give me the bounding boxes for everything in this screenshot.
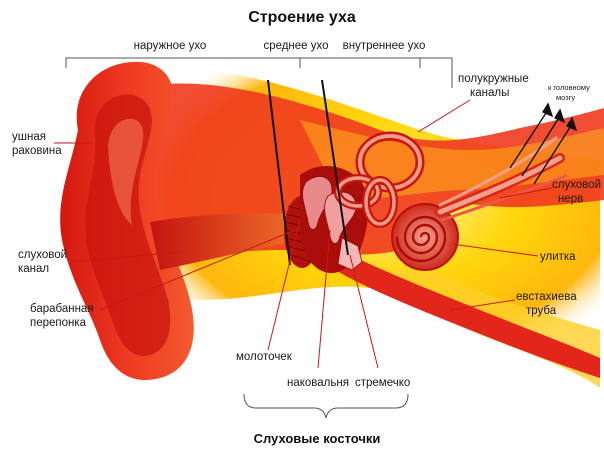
to-brain-arrows xyxy=(509,102,578,185)
semicircular-canals-shape xyxy=(334,131,425,228)
ear-canal-label-line2: канал xyxy=(18,263,49,275)
middle-ear-bracket xyxy=(300,57,421,68)
eustachian-tube-label-line2: труба xyxy=(526,305,557,317)
outer-ear-bracket xyxy=(65,57,301,68)
stapes-bone xyxy=(337,237,363,271)
inner-ear-bracket xyxy=(420,57,453,88)
diagram-title: Строение уха xyxy=(248,9,356,26)
eustachian-tube-shape xyxy=(335,250,600,378)
ear-canal-shape xyxy=(150,213,300,270)
ossicles-brace xyxy=(243,393,409,419)
auditory-nerve-label-line2: нерв xyxy=(558,193,583,205)
eustachian-tube-label-line1: евстахиева xyxy=(516,291,577,303)
middle-ear-label: среднее ухо xyxy=(263,40,328,52)
auricle-highlight xyxy=(108,118,144,225)
cochlea-spiral xyxy=(395,215,447,263)
semicircular-canals-label-line2: каналы xyxy=(470,87,509,99)
leader-lines xyxy=(54,99,553,369)
to-brain-label-line1: к головному xyxy=(548,83,590,92)
to-brain-label-line2: мозгу xyxy=(556,93,575,102)
malleus-bone xyxy=(302,176,333,230)
ear-canal-label-line1: слуховой xyxy=(18,249,67,261)
auditory-nerve-shape xyxy=(435,136,568,222)
inner-ear-label: внутреннее ухо xyxy=(343,40,426,52)
divider-middle-inner xyxy=(321,79,349,256)
auditory-nerve-label-line1: слуховой xyxy=(552,179,601,191)
ossicles-caption: Слуховые косточки xyxy=(254,431,381,446)
incus-label: наковальня xyxy=(287,377,349,389)
pinna-label-line2: раковина xyxy=(12,145,62,157)
outer-ear-label: наружное ухо xyxy=(134,40,207,52)
malleus-label: молоточек xyxy=(236,351,293,363)
eardrum-label-line1: барабанная xyxy=(30,303,94,315)
divider-outer-middle xyxy=(267,79,291,266)
stapes-label: стремечко xyxy=(355,377,410,389)
cochlea-label: улитка xyxy=(540,251,576,263)
eardrum-label-line2: перепонка xyxy=(30,317,87,329)
pinna-label-line1: ушная xyxy=(12,131,46,143)
semicircular-canals-label-line1: полукружные xyxy=(458,73,529,85)
auricle-inner-fold xyxy=(85,94,171,356)
